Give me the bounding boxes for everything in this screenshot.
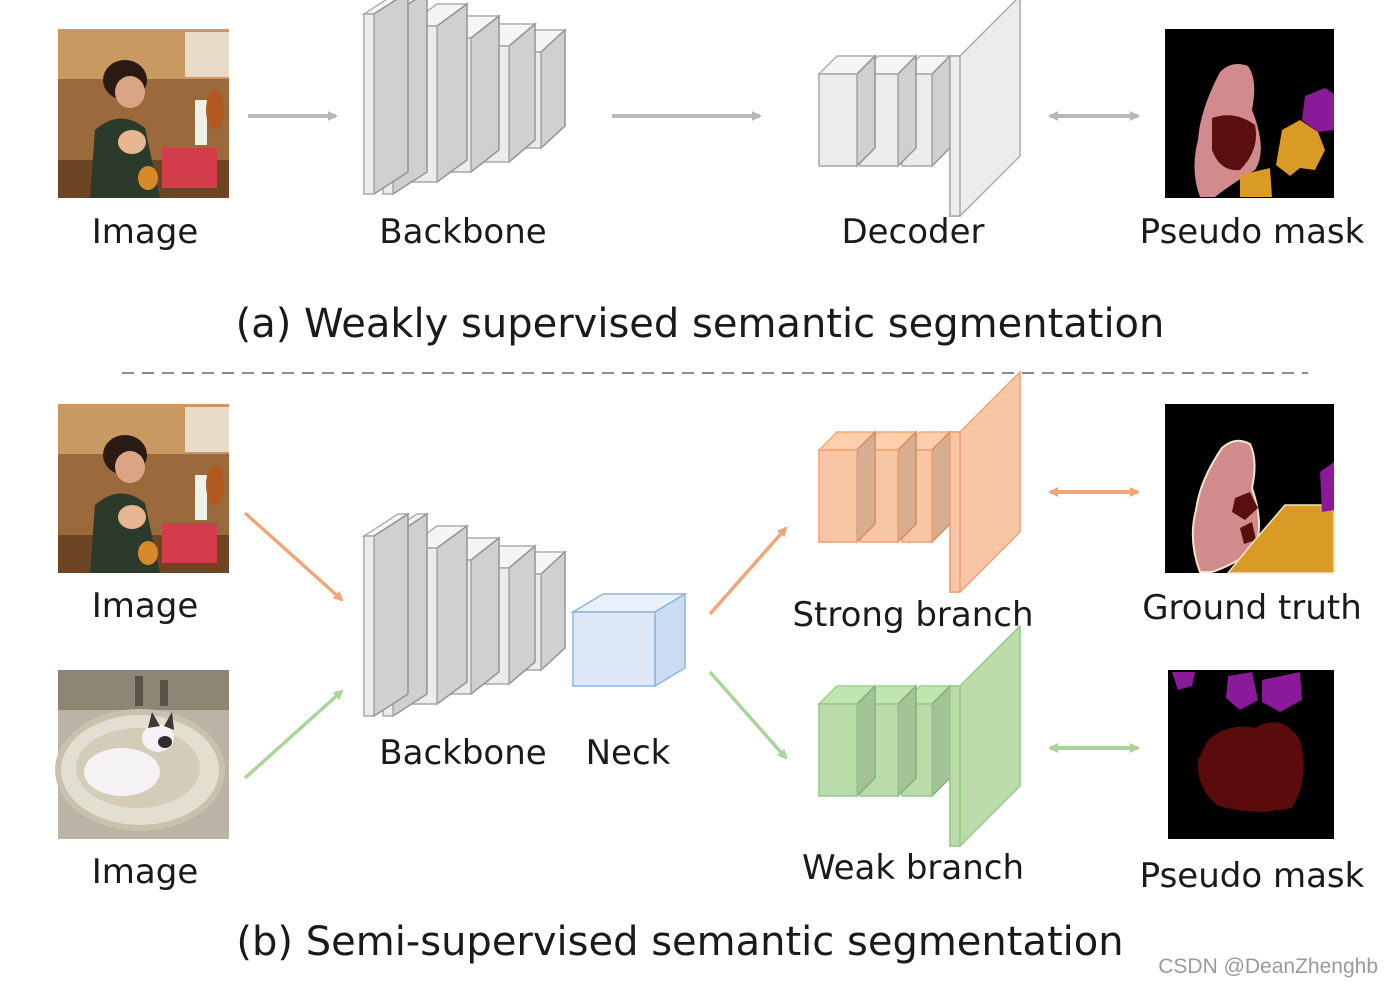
- watermark: CSDN @DeanZhenghb: [1158, 955, 1378, 978]
- pseudo-mask-label-b: Pseudo mask: [1140, 856, 1365, 896]
- arrow-neck-to-strong: [708, 526, 788, 616]
- backbone-label-b: Backbone: [379, 733, 546, 773]
- decoder-label-a: Decoder: [841, 212, 984, 252]
- pseudo-mask-label-a: Pseudo mask: [1140, 212, 1365, 252]
- image-label-a: Image: [92, 212, 198, 252]
- output-layer: [949, 370, 1021, 593]
- backbone-layer: [361, 512, 411, 718]
- pseudo-mask-a: [1165, 29, 1334, 198]
- input-photo-a: [58, 29, 229, 198]
- arrow-image2-to-backbone: [243, 689, 344, 780]
- backbone-b: [361, 512, 567, 718]
- weak-branch: [817, 624, 1021, 847]
- input-photo-b1: [58, 404, 229, 573]
- arrow-neck-to-weak: [708, 670, 788, 760]
- panel-b: Image Image Backbone Neck: [55, 370, 1365, 965]
- neck-block: [570, 592, 688, 688]
- weak-branch-label: Weak branch: [802, 848, 1024, 888]
- decoder-layer: [817, 54, 877, 168]
- panel-a: Image Backbone Decoder Pseudo mask (a) W…: [58, 0, 1365, 347]
- ground-truth-label: Ground truth: [1142, 588, 1362, 628]
- caption-a: (a) Weakly supervised semantic segmentat…: [236, 301, 1165, 347]
- input-photo-b2: [55, 670, 229, 839]
- caption-b: (b) Semi-supervised semantic segmentatio…: [236, 919, 1123, 965]
- pseudo-mask-b: [1168, 670, 1334, 839]
- output-layer: [949, 0, 1021, 217]
- image-label-b2: Image: [92, 852, 198, 892]
- decoder-layer: [817, 430, 877, 544]
- neck-label: Neck: [586, 733, 671, 773]
- decoder-layer: [817, 684, 877, 798]
- backbone-layer: [361, 0, 409, 196]
- strong-branch: [817, 370, 1021, 593]
- strong-branch-label: Strong branch: [792, 595, 1033, 635]
- output-layer: [949, 624, 1021, 847]
- backbone-label-a: Backbone: [379, 212, 546, 252]
- backbone-a: [361, 0, 567, 196]
- ground-truth-mask: [1165, 404, 1335, 574]
- arrow-image1-to-backbone: [243, 511, 344, 602]
- decoder-a: [817, 0, 1021, 217]
- image-label-b1: Image: [92, 586, 198, 626]
